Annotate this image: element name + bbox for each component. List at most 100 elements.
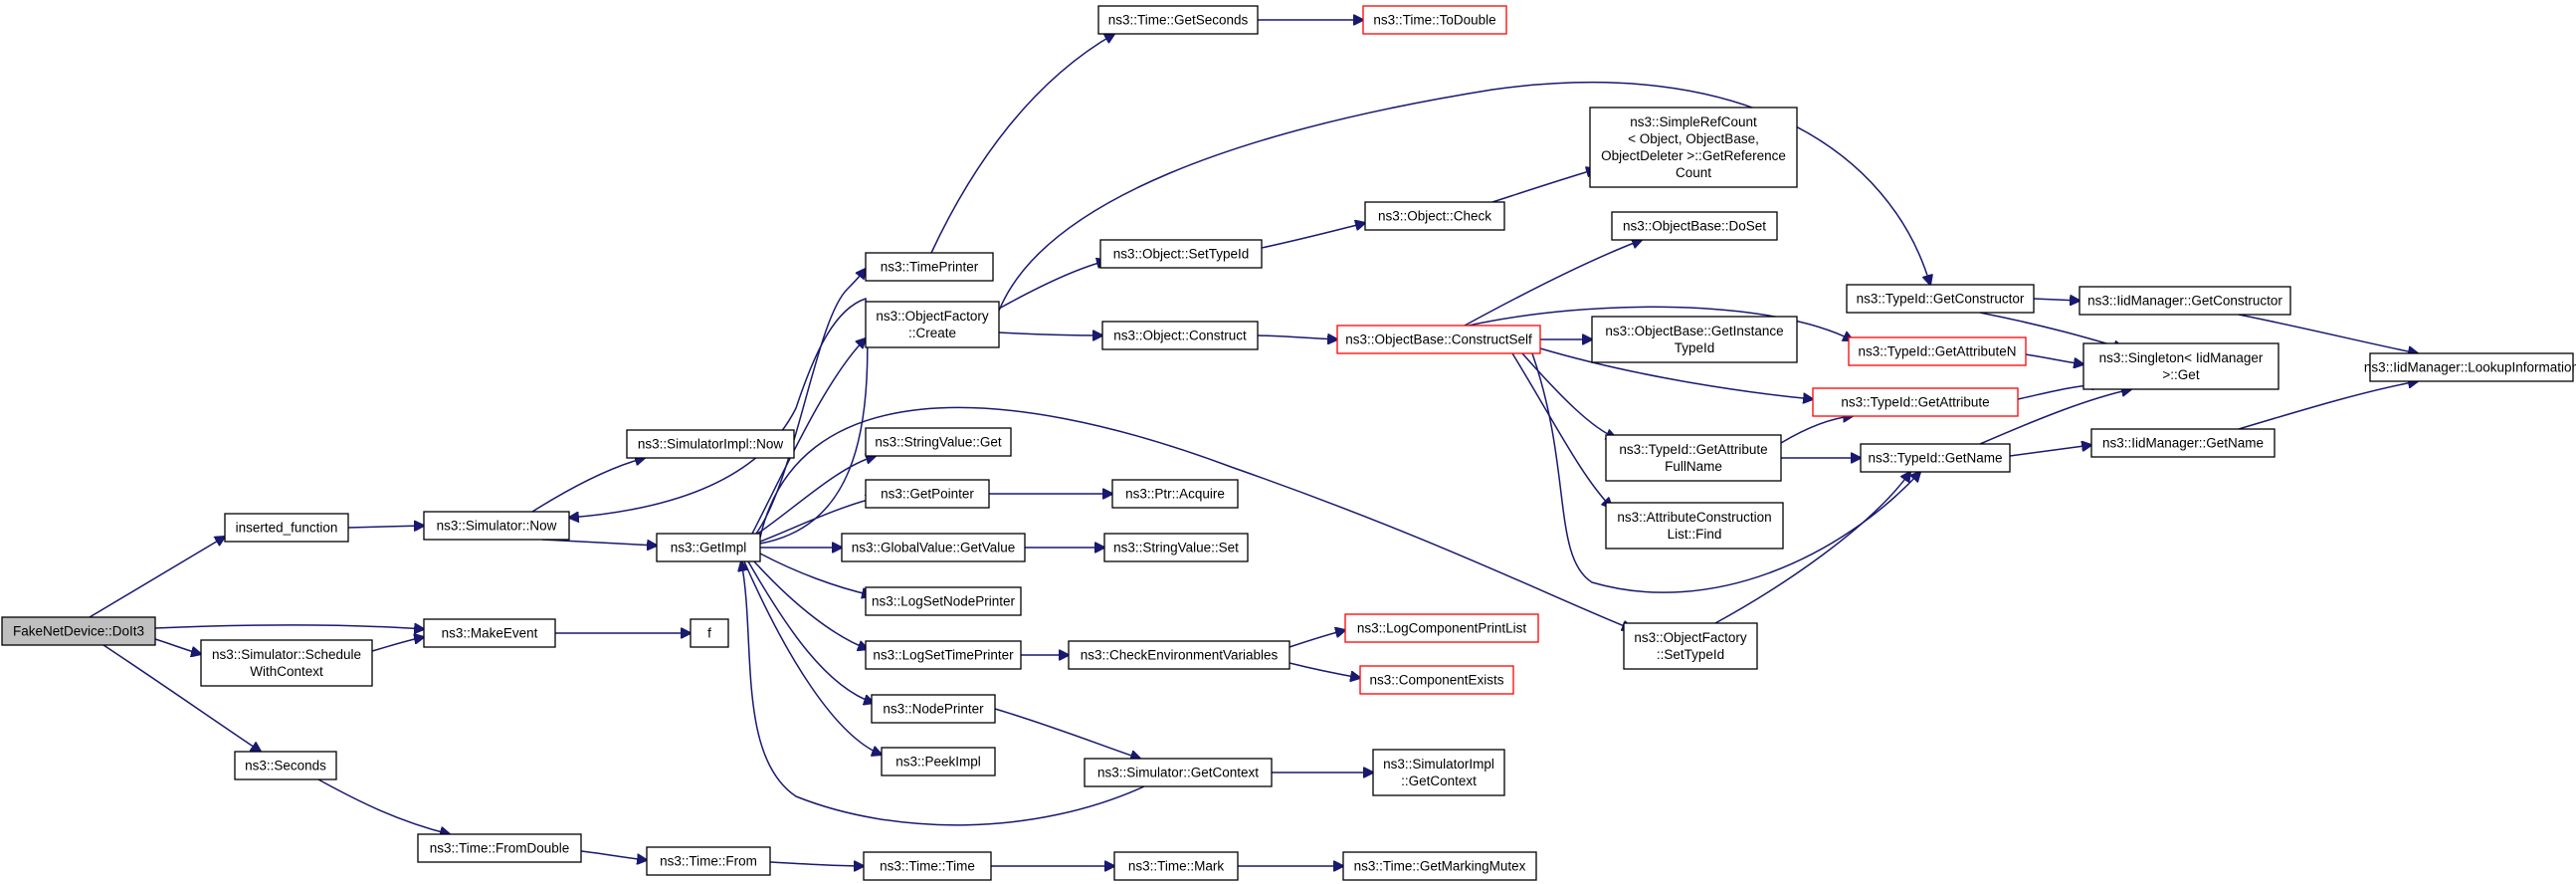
edge-sim-now-to-get-impl [541,539,657,546]
edge-obj-check-to-simple-ref [1491,169,1596,203]
edge-sim-now-to-simimpl-now [531,458,645,513]
node-label: ns3::TypeId::GetName [1868,450,2002,465]
edge-root-to-seconds [102,644,261,752]
node-simimpl-get-ctx[interactable]: ns3::SimulatorImpl::GetContext [1372,749,1505,796]
node-seconds[interactable]: ns3::Seconds [234,751,337,780]
node-ptr-acquire[interactable]: ns3::Ptr::Acquire [1111,479,1239,509]
node-simple-ref[interactable]: ns3::SimpleRefCount< Object, ObjectBase,… [1589,107,1798,188]
node-tid-get-attr[interactable]: ns3::TypeId::GetAttribute [1812,387,2019,417]
node-box [1860,443,2011,473]
node-label: ns3::Time::Time [880,858,975,873]
node-comp-exists[interactable]: ns3::ComponentExists [1359,665,1514,695]
node-gv-get[interactable]: ns3::GlobalValue::GetValue [841,533,1026,562]
node-box [656,533,761,562]
node-box [865,301,1000,348]
node-box [1611,211,1778,241]
node-label: ns3::Object::SetTypeId [1113,246,1250,261]
node-box [417,833,582,863]
node-time-time[interactable]: ns3::Time::Time [863,851,992,881]
node-inserted-function[interactable]: inserted_function [224,513,349,543]
node-get-seconds[interactable]: ns3::Time::GetSeconds [1097,5,1259,35]
edge-tid-get-constructor-to-iid-get-constructor [2033,299,2080,301]
node-label: ns3::ComponentExists [1369,672,1503,687]
node-log-node-printer[interactable]: ns3::LogSetNodePrinter [865,586,1022,616]
node-simimpl-now[interactable]: ns3::SimulatorImpl::Now [626,429,795,459]
node-log-time-printer[interactable]: ns3::LogSetTimePrinter [865,640,1022,670]
node-to-double[interactable]: ns3::Time::ToDouble [1362,5,1507,35]
edge-iid-get-name-to-iid-lookup [2238,381,2418,430]
node-tid-get-attr-n[interactable]: ns3::TypeId::GetAttributeN [1848,336,2027,366]
node-from-double[interactable]: ns3::Time::FromDouble [417,833,582,863]
node-of-create[interactable]: ns3::ObjectFactory::Create [865,301,1000,348]
node-get-impl[interactable]: ns3::GetImpl [656,533,761,562]
node-sim-get-ctx[interactable]: ns3::Simulator::GetContext [1084,758,1273,787]
node-marking-mutex[interactable]: ns3::Time::GetMarkingMutex [1342,851,1537,881]
node-label: ns3::ObjectFactory [1634,630,1747,645]
node-box [646,846,771,876]
node-label: ns3::Seconds [245,758,326,773]
node-node-printer[interactable]: ns3::NodePrinter [871,694,996,724]
node-label: ns3::Simulator::Now [437,518,557,533]
node-box [881,747,996,776]
node-peek-impl[interactable]: ns3::PeekImpl [881,747,996,776]
node-f[interactable]: f [690,618,729,648]
node-get-pointer[interactable]: ns3::GetPointer [865,479,990,509]
node-label: ns3::IidManager::LookupInformation [2364,359,2576,374]
node-ob-construct-self[interactable]: ns3::ObjectBase::ConstructSelf [1336,325,1541,354]
node-root[interactable]: FakeNetDevice::DoIt3 [1,616,156,646]
node-sim-now[interactable]: ns3::Simulator::Now [423,511,570,541]
node-label: ns3::MakeEvent [442,625,538,640]
node-tid-get-constructor[interactable]: ns3::TypeId::GetConstructor [1846,284,2035,314]
node-singleton-get[interactable]: ns3::Singleton< IidManager>::Get [2082,342,2279,390]
node-make-event[interactable]: ns3::MakeEvent [423,618,556,648]
node-label: ns3::CheckEnvironmentVariables [1081,647,1279,662]
node-time-mark[interactable]: ns3::Time::Mark [1113,851,1239,881]
node-label: ::GetContext [1401,774,1477,788]
node-box [2369,352,2574,382]
node-box [1099,239,1263,269]
node-label: ns3::TypeId::GetAttributeN [1858,343,2016,358]
node-box [1344,613,1539,643]
edge-get-impl-to-sim-now [569,297,869,545]
node-obj-set-tid[interactable]: ns3::Object::SetTypeId [1099,239,1263,269]
node-iid-get-name[interactable]: ns3::IidManager::GetName [2090,428,2276,458]
node-obj-construct[interactable]: ns3::Object::Construct [1101,321,1259,350]
node-box [863,851,992,881]
node-box [2082,342,2279,390]
node-box [1097,5,1259,35]
node-label: ns3::StringValue::Get [875,434,1002,449]
node-box [1605,502,1784,550]
node-box [1591,316,1798,363]
edge-check-env-to-comp-exists [1288,662,1360,678]
node-check-env[interactable]: ns3::CheckEnvironmentVariables [1068,640,1290,670]
node-label: FullName [1665,459,1722,474]
node-label: List::Find [1668,527,1722,542]
node-tid-get-name[interactable]: ns3::TypeId::GetName [1860,443,2011,473]
node-time-printer[interactable]: ns3::TimePrinter [865,252,994,282]
node-ob-doset[interactable]: ns3::ObjectBase::DoSet [1611,211,1778,241]
node-lc-print-list[interactable]: ns3::LogComponentPrintList [1344,613,1539,643]
edge-ob-construct-self-to-tid-get-attr [1539,347,1813,399]
node-string-get[interactable]: ns3::StringValue::Get [865,427,1012,457]
node-label: ns3::LogComponentPrintList [1357,620,1527,635]
node-box [1848,336,2027,366]
node-label: WithContext [250,664,323,679]
node-of-set-tid[interactable]: ns3::ObjectFactory::SetTypeId [1623,622,1758,670]
edge-schedule-ctx-to-make-event [371,637,424,652]
node-iid-lookup[interactable]: ns3::IidManager::LookupInformation [2364,352,2576,382]
edge-ob-construct-self-to-tid-get-attr-fullname [1521,352,1616,438]
node-time-from[interactable]: ns3::Time::From [646,846,771,876]
edge-tid-get-name-to-singleton-get [1979,389,2131,445]
edge-ob-construct-self-to-ob-doset [1464,240,1642,327]
node-obj-check[interactable]: ns3::Object::Check [1364,201,1505,231]
node-label: ns3::Singleton< IidManager [2099,350,2264,365]
node-box [1084,758,1273,787]
node-string-set[interactable]: ns3::StringValue::Set [1103,533,1249,562]
edge-ob-construct-self-to-attr-construction-find [1511,352,1612,508]
node-iid-get-constructor[interactable]: ns3::IidManager::GetConstructor [2079,286,2291,316]
node-label: ns3::ObjectBase::ConstructSelf [1345,332,1532,346]
